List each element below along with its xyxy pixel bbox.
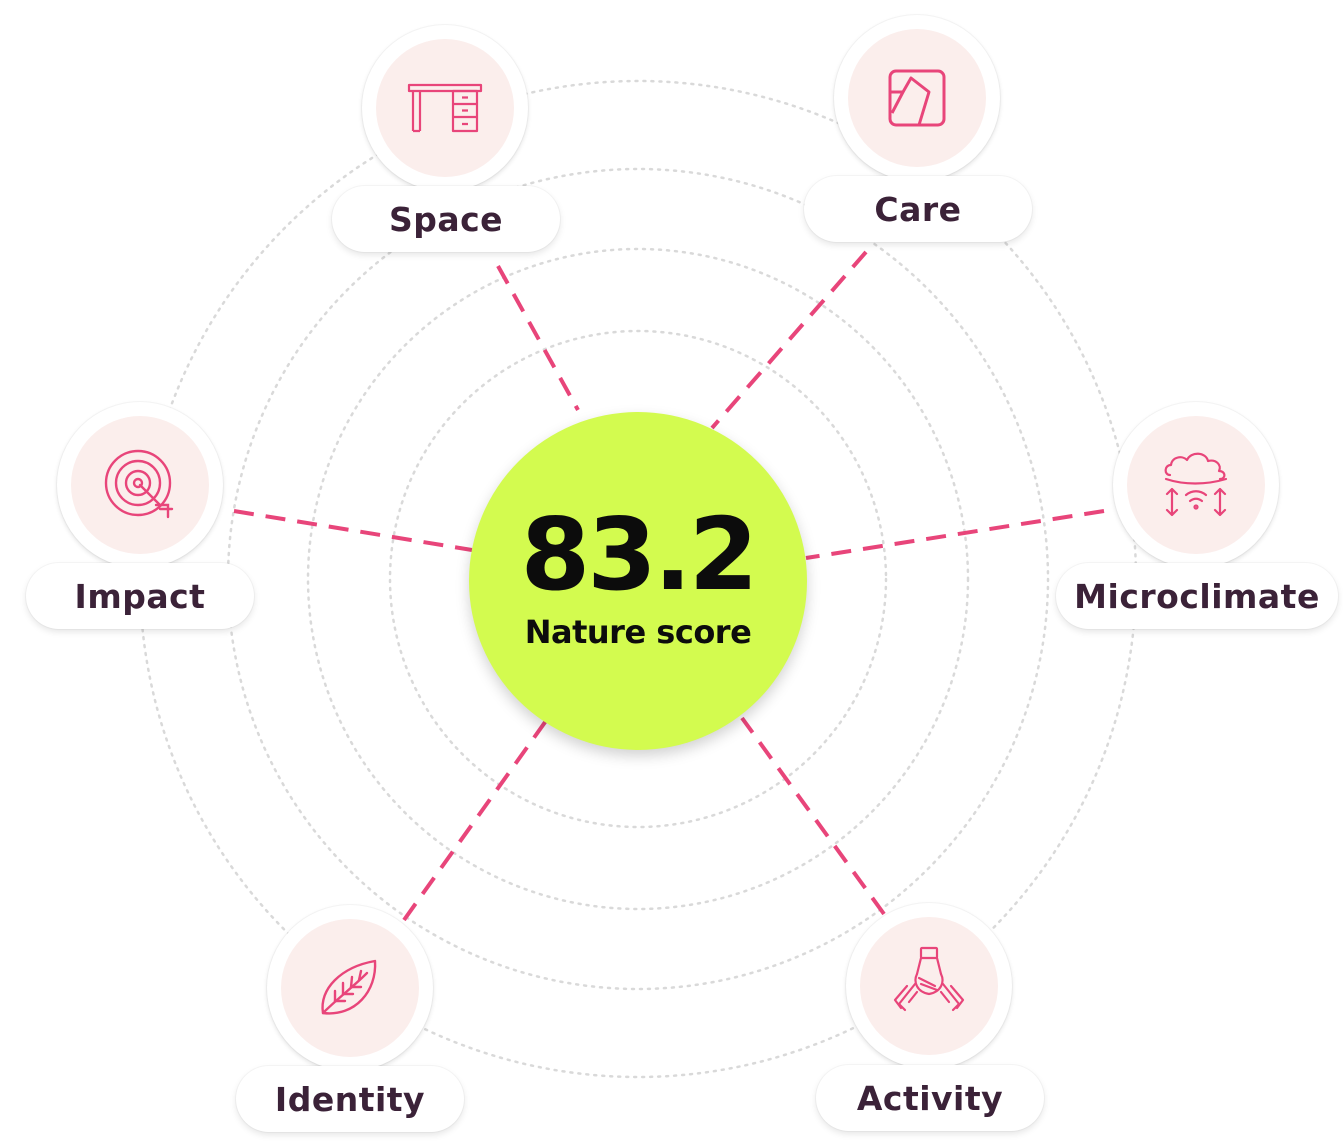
space-bubble <box>362 25 528 191</box>
identity-label: Identity <box>274 1079 426 1119</box>
connector-microclimate <box>805 509 1105 560</box>
microclimate-label-pill: Microclimate <box>1056 563 1338 629</box>
activity-label-pill: Activity <box>816 1065 1044 1131</box>
cloud-signal-icon <box>1164 452 1228 517</box>
microclimate-label: Microclimate <box>1074 576 1320 616</box>
impact-label-pill: Impact <box>26 563 254 629</box>
care-square-icon <box>888 69 946 127</box>
microclimate-bubble <box>1113 402 1279 568</box>
activity-bubble <box>846 903 1012 1069</box>
care-label-pill: Care <box>804 176 1032 242</box>
ring-3 <box>306 247 970 911</box>
connector-identity <box>402 716 550 922</box>
ring-inner <box>388 329 888 829</box>
activity-label: Activity <box>856 1078 1004 1118</box>
score-label: Nature score <box>524 613 752 651</box>
hands-together-icon <box>893 946 965 1012</box>
care-label: Care <box>874 189 962 229</box>
connector-space <box>496 265 580 411</box>
connector-activity <box>740 716 886 916</box>
impact-bubble <box>57 402 223 568</box>
score-value: 83.2 <box>520 496 759 613</box>
impact-label: Impact <box>74 576 206 616</box>
space-label: Space <box>388 199 504 239</box>
identity-bubble <box>267 905 433 1071</box>
nature-score-circle: 83.2 Nature score <box>469 412 807 750</box>
connector-impact <box>233 509 473 552</box>
identity-label-pill: Identity <box>236 1066 464 1132</box>
desk-icon <box>407 83 483 133</box>
care-bubble <box>834 15 1000 181</box>
connector-care <box>710 250 868 430</box>
leaf-icon <box>321 959 377 1015</box>
target-icon <box>104 449 174 519</box>
space-label-pill: Space <box>332 186 560 252</box>
